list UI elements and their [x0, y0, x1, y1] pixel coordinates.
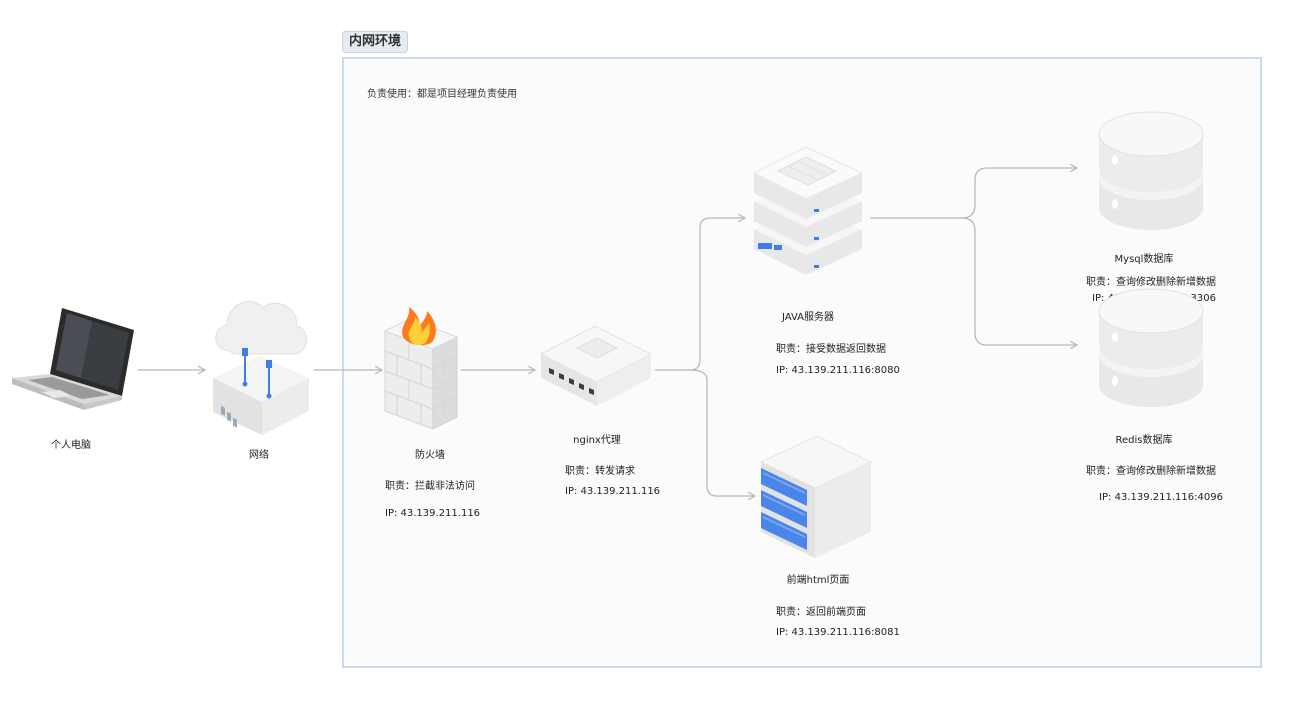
- zone-note: 负责使用：都是项目经理负责使用: [367, 89, 517, 100]
- java-duty: 职责：接受数据返回数据: [776, 344, 886, 355]
- edge-java-mysql: [870, 168, 1077, 219]
- nginx-label: nginx代理: [573, 435, 621, 446]
- mysql-duty: 职责：查询修改删除新增数据: [1086, 277, 1216, 288]
- frontend-label: 前端html页面: [786, 575, 850, 586]
- java-label: JAVA服务器: [781, 312, 835, 323]
- nginx-ip: IP: 43.139.211.116: [565, 486, 661, 497]
- server-blue-icon: [759, 435, 873, 558]
- edge-nginx-frontend: [689, 369, 755, 496]
- frontend-ip: IP: 43.139.211.116:8081: [776, 627, 900, 638]
- network-label: 网络: [249, 450, 269, 461]
- cloud-router-icon: [213, 301, 309, 435]
- switch-icon: [539, 325, 653, 406]
- server-stack-icon: [752, 146, 864, 275]
- nginx-duty: 职责：转发请求: [565, 466, 635, 477]
- redis-ip: IP: 43.139.211.116:4096: [1099, 492, 1223, 503]
- firewall-icon: [383, 307, 459, 430]
- database-icon: [1098, 288, 1204, 407]
- pc-label: 个人电脑: [51, 440, 91, 451]
- edge-nginx-java: [655, 218, 745, 371]
- java-ip: IP: 43.139.211.116:8080: [776, 365, 900, 376]
- redis-label: Redis数据库: [1115, 435, 1173, 446]
- firewall-duty: 职责：拦截非法访问: [385, 481, 475, 492]
- edge-java-redis: [961, 217, 1077, 345]
- frontend-duty: 职责：返回前端页面: [776, 607, 866, 618]
- firewall-ip: IP: 43.139.211.116: [385, 508, 481, 519]
- redis-duty: 职责：查询修改删除新增数据: [1086, 466, 1216, 477]
- firewall-label: 防火墙: [415, 450, 445, 461]
- mysql-label: Mysql数据库: [1114, 254, 1174, 265]
- zone-title: 内网环境: [342, 31, 409, 53]
- laptop-icon: [12, 308, 134, 410]
- database-icon: [1098, 111, 1204, 230]
